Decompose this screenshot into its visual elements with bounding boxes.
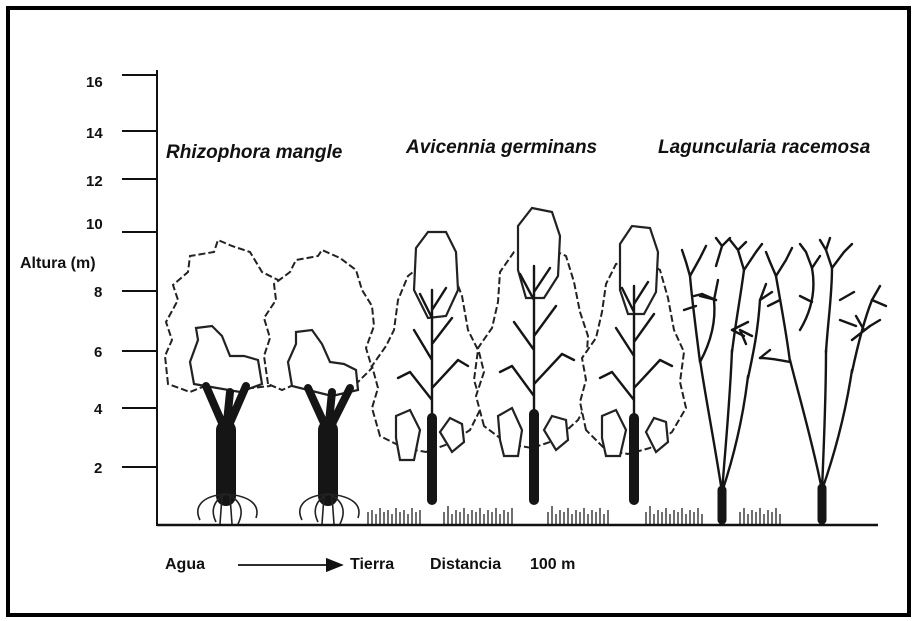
species-label-rhizophora: Rhizophora mangle	[166, 142, 343, 163]
y-tick-label-10: 10	[86, 216, 103, 233]
y-tick-label-8: 8	[94, 284, 102, 301]
y-tick-label-4: 4	[94, 401, 103, 418]
y-tick-label-6: 6	[94, 344, 102, 361]
distance-label: Distancia	[430, 556, 501, 573]
y-tick-label-16: 16	[86, 74, 103, 91]
y-tick-label-14: 14	[86, 125, 103, 142]
y-tick-label-2: 2	[94, 460, 102, 477]
species-label-avicennia: Avicennia germinans	[405, 137, 597, 158]
distance-value: 100 m	[530, 556, 575, 573]
water-label: Agua	[165, 556, 205, 573]
rhizophora-tree-2	[264, 250, 374, 524]
laguncularia-tree-1	[682, 238, 772, 520]
avicennia-tree-3	[580, 226, 686, 500]
species-label-laguncularia: Laguncularia racemosa	[658, 137, 871, 158]
avicennia-tree-2	[476, 208, 592, 500]
land-label: Tierra	[350, 556, 394, 573]
y-axis-label: Altura (m)	[20, 255, 96, 272]
avicennia-tree-1	[372, 232, 482, 500]
laguncularia-tree-2	[760, 238, 886, 520]
y-tick-label-12: 12	[86, 173, 103, 190]
